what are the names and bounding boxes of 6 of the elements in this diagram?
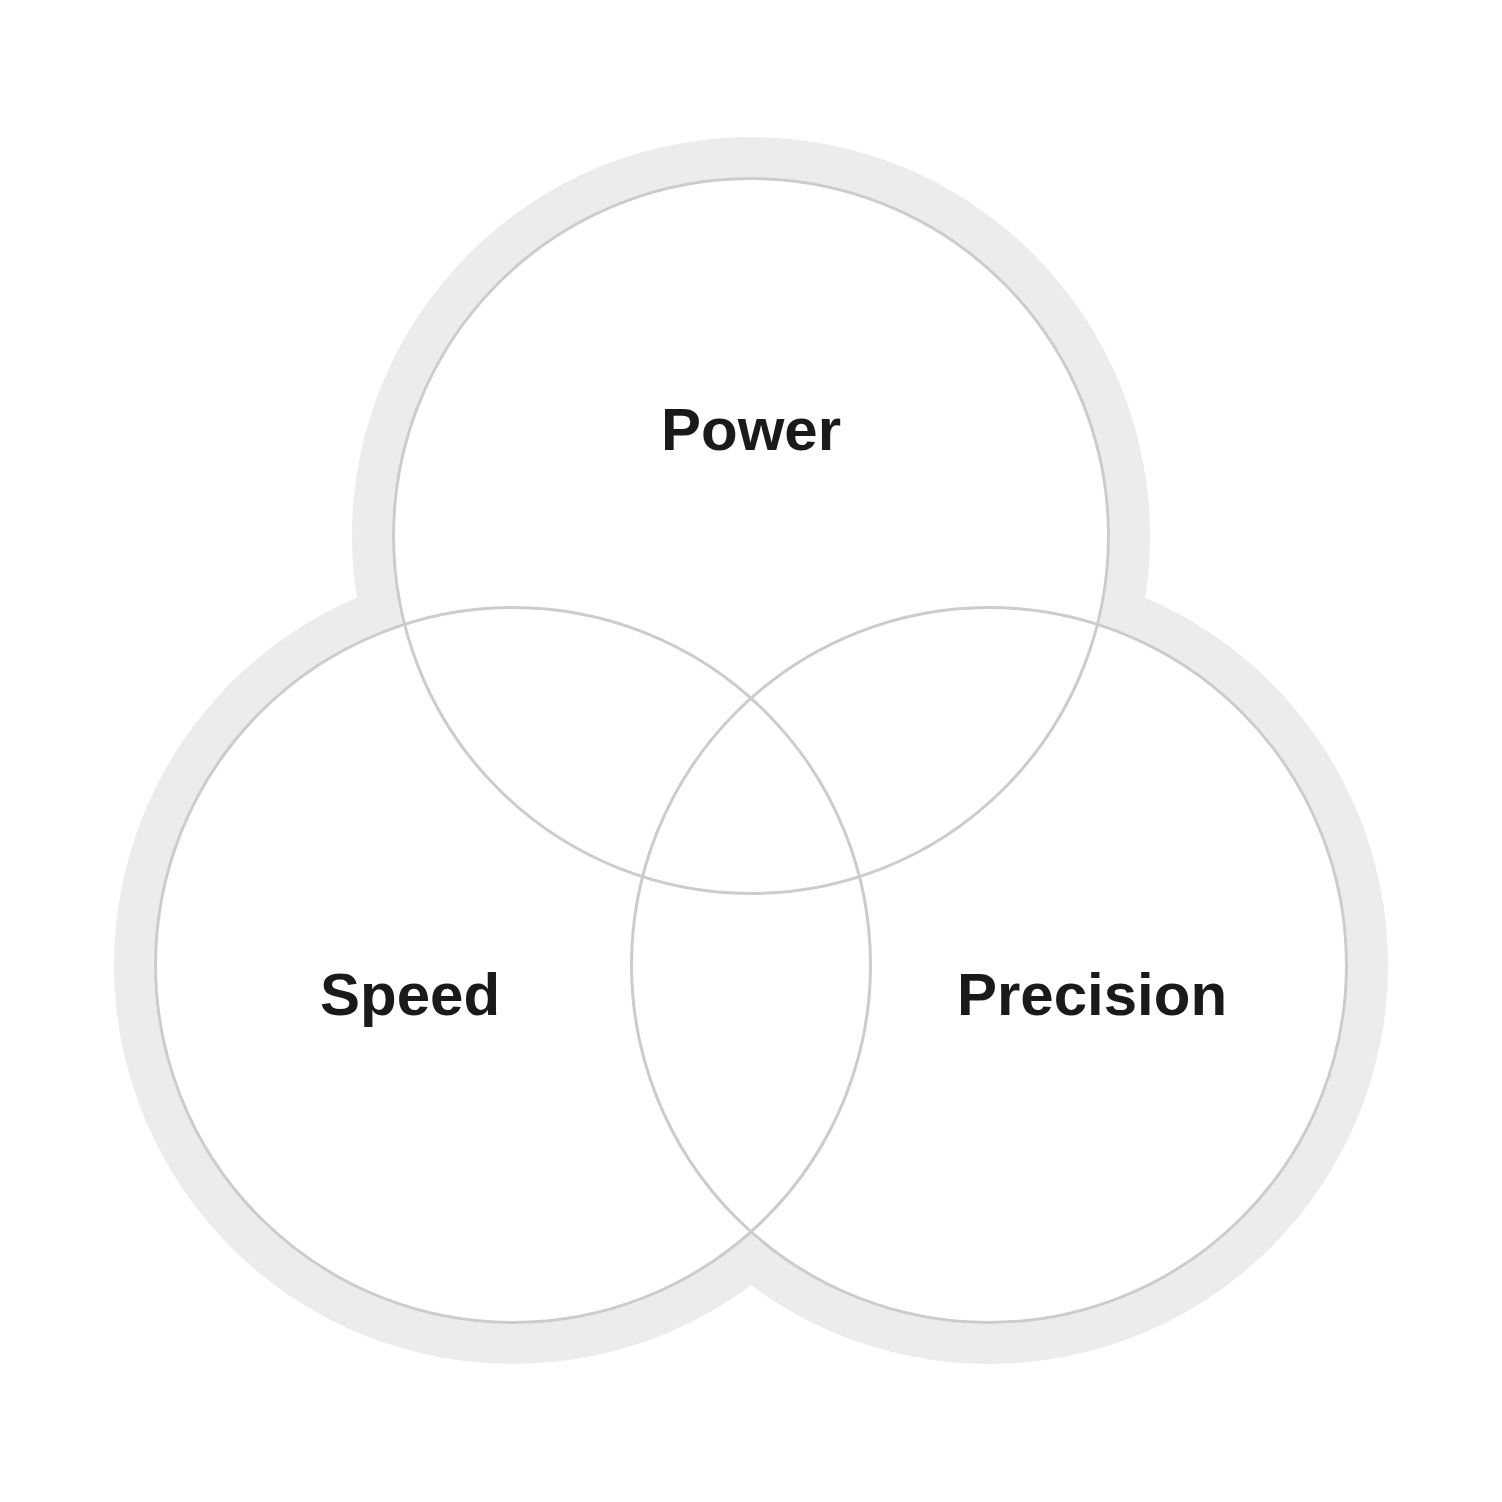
circle-label: Speed bbox=[319, 965, 501, 1025]
venn-circle bbox=[630, 606, 1348, 1324]
venn-circle bbox=[392, 177, 1110, 895]
venn-circle bbox=[154, 606, 872, 1324]
circle-label: Precision bbox=[956, 965, 1228, 1025]
circle-label: Power bbox=[660, 400, 842, 460]
